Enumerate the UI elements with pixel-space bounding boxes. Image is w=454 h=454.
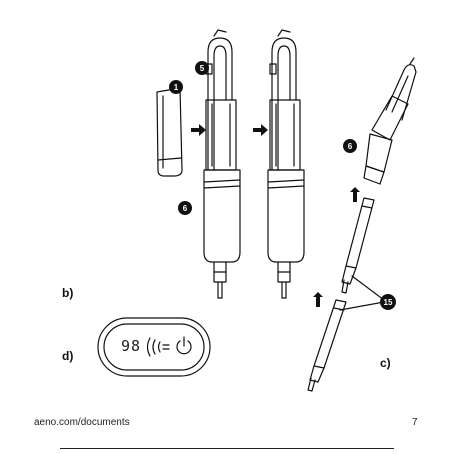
callout-cap: 1	[169, 80, 183, 94]
page-number: 7	[412, 417, 418, 428]
label-b: b)	[62, 286, 73, 300]
footer-rule	[60, 448, 394, 449]
power-icon	[177, 337, 191, 354]
vacuum-with-open-top	[204, 30, 240, 298]
footer-url: aeno.com/documents	[34, 417, 130, 428]
control-panel-drawing	[98, 318, 210, 376]
label-c: c)	[380, 356, 391, 370]
dust-cap-drawing	[157, 88, 182, 176]
sound-wave-icon	[148, 338, 151, 356]
digital-display: 98	[121, 337, 141, 355]
callout-parts: 15	[380, 294, 396, 310]
callout-top-button: 5	[195, 61, 209, 75]
callout-body-left: 6	[178, 201, 192, 215]
vacuum-assembled	[268, 30, 304, 298]
vacuum-exploded-view	[308, 58, 416, 391]
label-d: d)	[62, 349, 73, 363]
callout-body-right: 6	[343, 139, 357, 153]
